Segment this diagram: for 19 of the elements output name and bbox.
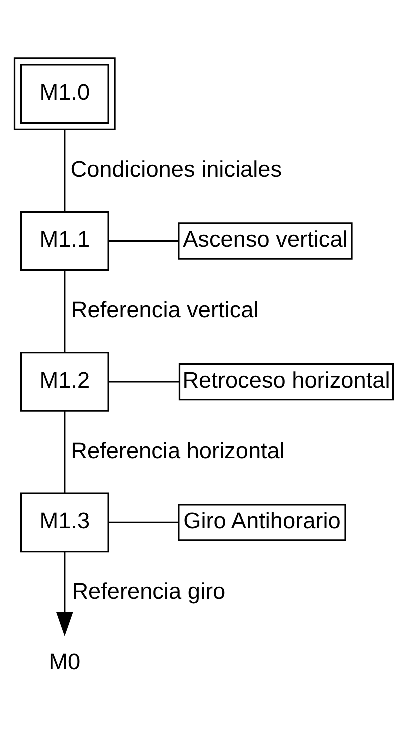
connector: [108, 240, 179, 242]
connector: [64, 411, 66, 494]
node-box: M1.3: [20, 492, 110, 553]
connector: [64, 130, 66, 212]
node-box: M1.1: [20, 211, 110, 272]
node-box: Retroceso horizontal: [178, 363, 394, 401]
edge-label: Referencia vertical: [71, 298, 259, 323]
node-box: Ascenso vertical: [178, 222, 353, 260]
node-box: Giro Antihorario: [178, 504, 346, 542]
node-text: M0: [49, 649, 81, 674]
node-box: M1.0: [14, 58, 116, 130]
connector: [108, 381, 180, 383]
arrow: [56, 552, 74, 636]
connector: [108, 522, 178, 524]
connector: [64, 270, 66, 353]
edge-label: Referencia giro: [72, 579, 226, 604]
edge-label: Referencia horizontal: [71, 438, 285, 464]
node-box: M1.2: [20, 352, 110, 412]
edge-label: Condiciones iniciales: [70, 156, 282, 182]
